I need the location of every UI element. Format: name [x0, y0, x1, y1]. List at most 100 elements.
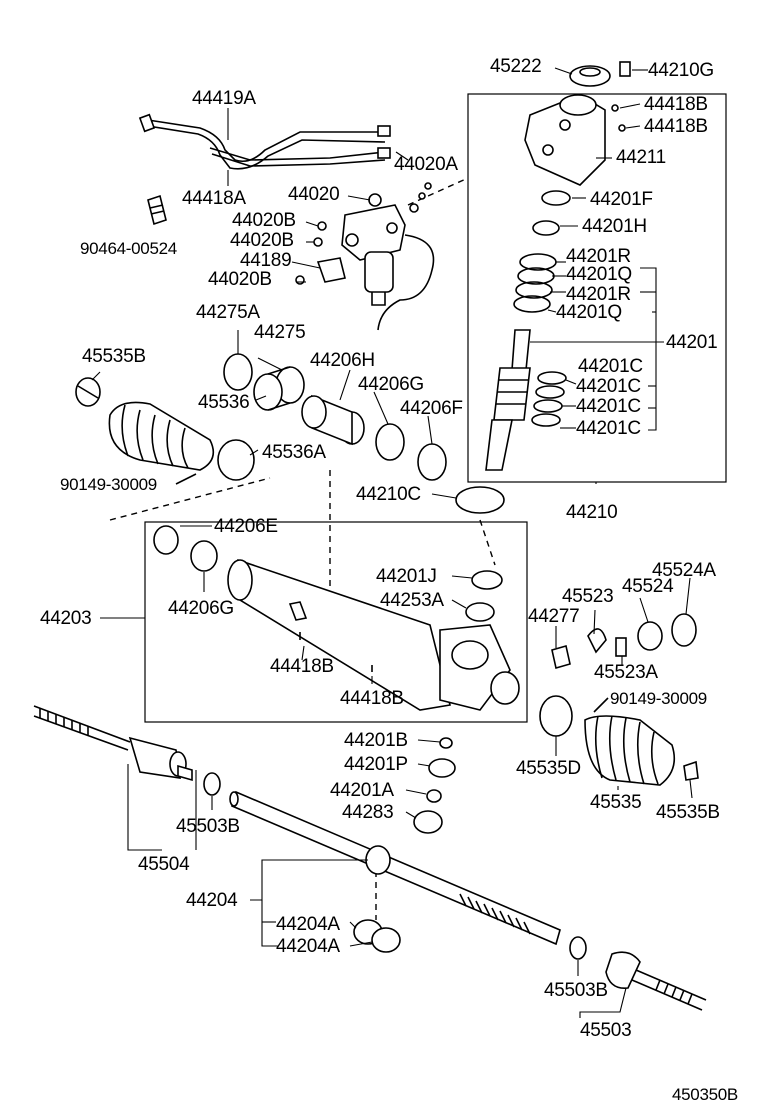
label-44283: 44283	[342, 802, 393, 823]
label-44201Q-a: 44201Q	[566, 264, 632, 285]
label-44418B-a: 44418B	[644, 94, 708, 115]
bushing-44206G-lower	[190, 540, 218, 572]
label-44206H: 44206H	[310, 350, 375, 371]
seal-44206E	[153, 525, 179, 555]
seal-44201J	[471, 570, 503, 590]
plug-44204A-lower	[371, 927, 401, 953]
assembly-line	[479, 519, 496, 566]
label-44206G-b: 44206G	[168, 598, 234, 619]
label-45523: 45523	[562, 586, 613, 607]
label-44201B: 44201B	[344, 730, 408, 751]
label-44275: 44275	[254, 322, 305, 343]
boot-45535-right	[584, 715, 676, 786]
label-45535: 45535	[590, 792, 641, 813]
label-45503: 45503	[580, 1020, 631, 1041]
guide-44277	[551, 644, 571, 670]
assembly-line	[407, 177, 469, 206]
label-44201Q-b: 44201Q	[556, 302, 622, 323]
snap-ring-44275A	[223, 353, 253, 391]
plug-44283	[413, 810, 443, 834]
plug-44210G	[619, 61, 631, 77]
clip-90149-30009-left	[175, 473, 197, 485]
label-44418B-d: 44418B	[340, 688, 404, 709]
valve-rings	[513, 253, 557, 313]
label-44201C-b: 44201C	[576, 376, 641, 397]
label-45536A: 45536A	[262, 442, 326, 463]
label-44418B-b: 44418B	[644, 116, 708, 137]
seal-44201F	[541, 190, 571, 206]
label-44020B-a: 44020B	[232, 210, 296, 231]
valve-housing-44211	[524, 94, 626, 186]
label-45535B-a: 45535B	[82, 346, 146, 367]
part-44201P	[428, 758, 456, 778]
label-45222: 45222	[490, 56, 541, 77]
part-labels: 45222 44210G 44419A 44418B 44418B 44211 …	[40, 56, 738, 1104]
label-44210: 44210	[566, 502, 617, 523]
label-45536: 45536	[198, 392, 249, 413]
label-44253A: 44253A	[380, 590, 444, 611]
label-44419A: 44419A	[192, 88, 256, 109]
label-44201C-d: 44201C	[576, 418, 641, 439]
label-44020: 44020	[288, 184, 339, 205]
label-44201J: 44201J	[376, 566, 437, 587]
boot-45535-left	[108, 401, 215, 471]
lock-nut-45524A	[671, 613, 697, 647]
label-45535B-b: 45535B	[656, 802, 720, 823]
label-45503B-b: 45503B	[544, 980, 608, 1001]
housing-group-frame	[144, 521, 528, 723]
label-44204A-a: 44204A	[276, 914, 340, 935]
cylinder-end-stopper-44206H	[301, 394, 365, 446]
label-44201C-c: 44201C	[576, 396, 641, 417]
clamp-45535B-lower	[683, 760, 699, 781]
label-44189: 44189	[240, 250, 291, 271]
label-44275A: 44275A	[196, 302, 260, 323]
dust-cover-rim	[579, 67, 601, 77]
part-44201A	[426, 789, 442, 803]
figure-id: 450350B	[672, 1085, 738, 1104]
lock-nut-45503B-left	[203, 772, 221, 796]
spring-cap-45524	[637, 621, 663, 651]
rack-44204	[229, 790, 561, 946]
label-44211: 44211	[616, 147, 666, 168]
label-45523A: 45523A	[594, 662, 658, 683]
leader-lines	[91, 67, 693, 1018]
label-44418B-c: 44418B	[270, 656, 334, 677]
label-44206G-a: 44206G	[358, 374, 424, 395]
clamp-45535D	[539, 695, 573, 737]
rack-housing	[227, 559, 520, 711]
label-45524A: 45524A	[652, 560, 716, 581]
label-44201R-a: 44201R	[566, 246, 631, 267]
control-valve-group-frame	[467, 93, 727, 483]
cover-44210C	[455, 486, 505, 514]
label-44206F: 44206F	[400, 398, 463, 419]
label-44201C-a: 44201C	[578, 356, 643, 377]
tie-rod-end-45504	[33, 705, 193, 782]
label-44418A: 44418A	[182, 188, 246, 209]
assembly-line	[109, 477, 271, 521]
label-44277: 44277	[528, 606, 579, 627]
lock-nut-45503B-right	[569, 936, 587, 960]
bushing-44275	[253, 366, 305, 411]
pressure-pipes	[138, 113, 391, 170]
label-44204A-b: 44204A	[276, 936, 340, 957]
tie-rod-45503	[605, 951, 707, 1011]
label-44201F: 44201F	[590, 189, 653, 210]
label-90464-00524: 90464-00524	[80, 239, 177, 258]
bushing-44206G-upper	[375, 423, 405, 461]
valve-body-44020	[295, 182, 435, 331]
clamp-45536A	[217, 439, 255, 481]
label-44210G: 44210G	[648, 60, 714, 81]
clip-90149-30009-right	[593, 697, 609, 713]
seal-44201H	[532, 220, 560, 236]
label-44201R-b: 44201R	[566, 284, 631, 305]
label-90149-30009-a: 90149-30009	[60, 475, 157, 494]
control-valve-44201	[485, 329, 531, 471]
seal-44206F	[417, 443, 447, 481]
clamp-45535B-upper	[75, 377, 101, 407]
label-44210C: 44210C	[356, 484, 421, 505]
label-44201H: 44201H	[582, 216, 647, 237]
label-44206E: 44206E	[214, 516, 278, 537]
label-45503B-a: 45503B	[176, 816, 240, 837]
